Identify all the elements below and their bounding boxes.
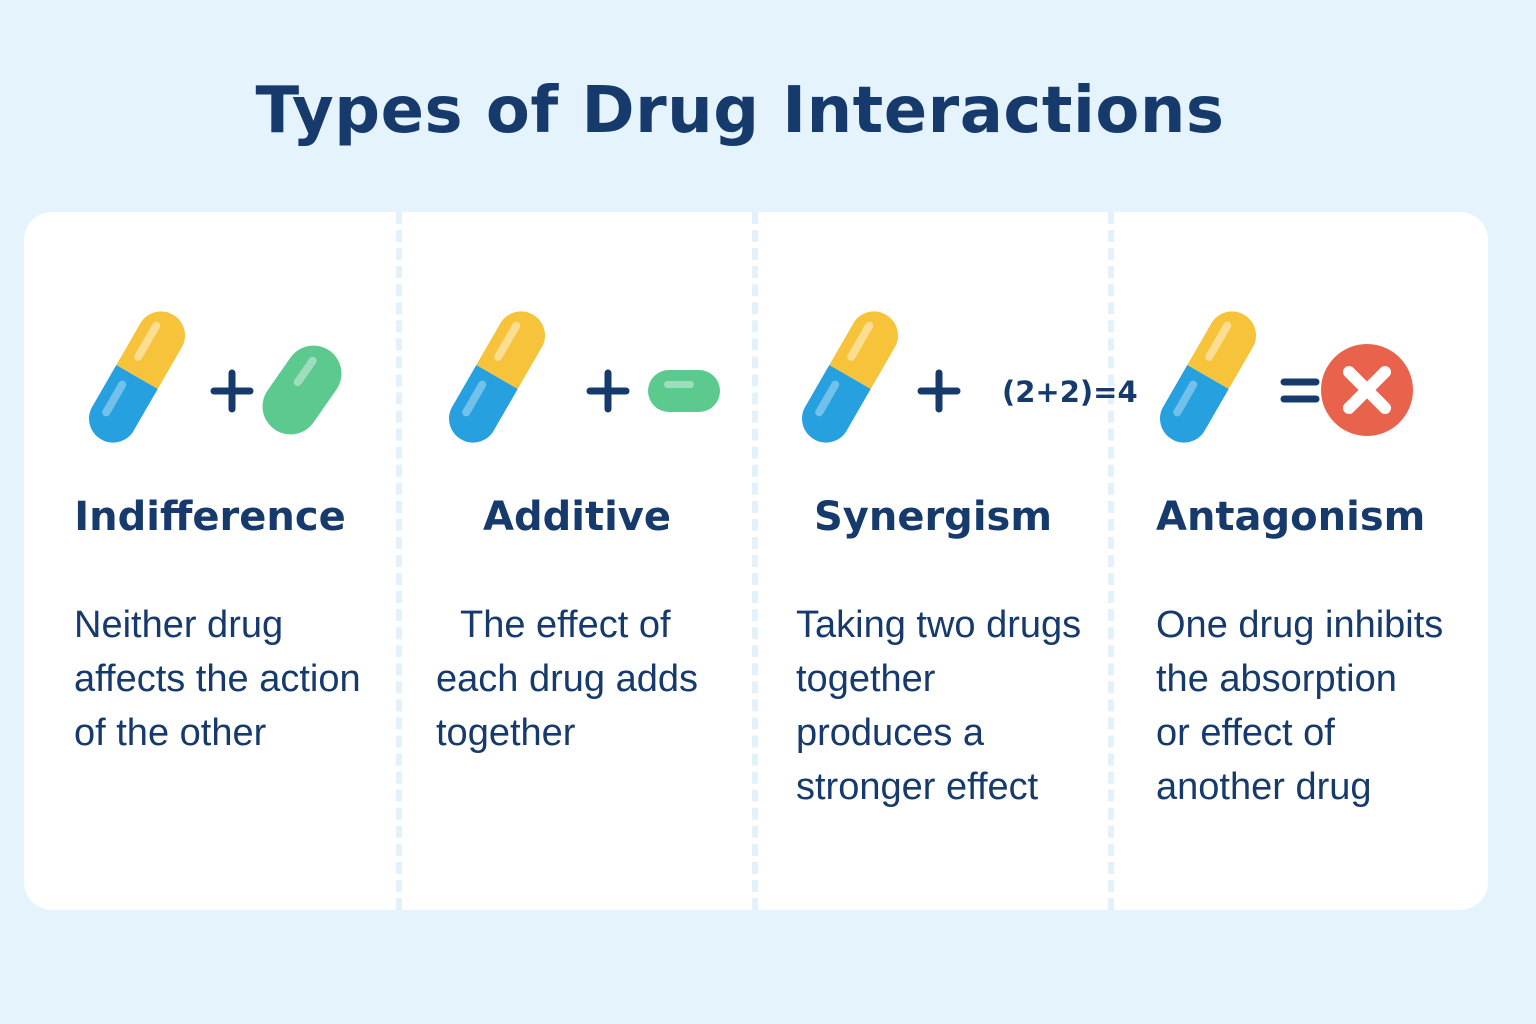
interaction-name: Indifference [74,494,346,540]
column-divider [1108,212,1114,910]
plus-icon [917,369,961,413]
interaction-description: The effect of each drug adds together [436,604,698,754]
column-divider [752,212,758,910]
interaction-indifference: Indifference Neither drug affects the ac… [24,212,396,910]
capsule-icon [793,302,907,452]
icon-row: (2+2)=4 [758,298,1138,458]
green-pill-icon [262,345,342,435]
interaction-name: Synergism [813,494,1053,540]
interaction-synergism: (2+2)=4 Synergism Taking two drugs toget… [758,212,1138,910]
plus-icon [210,369,254,413]
interaction-name: Additive [483,494,671,540]
green-tablet-icon [648,370,720,412]
interaction-description: Taking two drugs together produces a str… [796,604,1082,808]
capsule-icon [440,302,554,452]
interaction-antagonism: Antagonism One drug inhibits the absorpt… [1114,212,1488,910]
column-divider [396,212,402,910]
interaction-description: One drug inhibits the absorption or effe… [1156,604,1444,808]
page-title: Types of Drug Interactions [255,74,1225,148]
cross-icon [1321,344,1413,436]
interactions-card: Indifference Neither drug affects the ac… [24,212,1488,910]
formula-text: (2+2)=4 [1002,375,1138,409]
plus-icon [586,369,630,413]
equals-icon [1280,378,1320,403]
interaction-description: Neither drug affects the action of the o… [74,604,361,754]
icon-row [402,298,752,458]
interaction-additive: Additive The effect of each drug adds to… [402,212,752,910]
capsule-icon [1151,302,1265,452]
interaction-name: Antagonism [1156,494,1426,540]
capsule-icon [80,302,194,452]
icon-row [1114,298,1488,458]
icon-row [24,298,396,458]
